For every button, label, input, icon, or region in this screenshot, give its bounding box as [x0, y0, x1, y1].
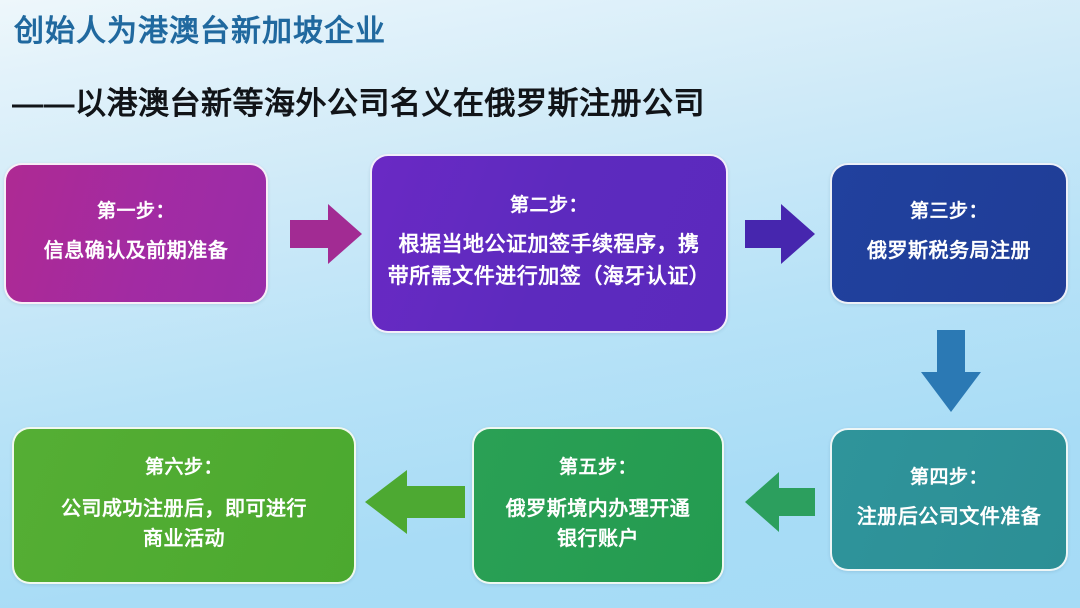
step-6-line-1: 公司成功注册后，即可进行: [61, 497, 307, 520]
step-box-1[interactable]: 第一步： 信息确认及前期准备: [4, 163, 268, 304]
arrow-step2-to-step3: [745, 198, 815, 270]
step-5-line-2: 银行账户: [557, 527, 639, 550]
step-1-head: 第一步：: [96, 200, 175, 222]
step-box-2[interactable]: 第二步： 根据当地公证加签手续程序，携 带所需文件进行加签（海牙认证）: [370, 154, 728, 333]
step-5-head: 第五步：: [558, 457, 637, 479]
step-1-body: 信息确认及前期准备: [36, 237, 237, 266]
step-6-head: 第六步：: [144, 457, 223, 479]
arrow-step5-to-step6: [365, 466, 465, 538]
step-3-line-1: 俄罗斯税务局注册: [867, 240, 1031, 263]
step-3-head: 第三步：: [909, 200, 988, 222]
page-title: 创始人为港澳台新加坡企业: [14, 15, 386, 48]
step-6-body: 公司成功注册后，即可进行 商业活动: [53, 494, 315, 554]
arrow-step3-to-step4: [915, 330, 987, 412]
arrow-step1-to-step2: [290, 198, 362, 270]
step-5-body: 俄罗斯境内办理开通 银行账户: [498, 494, 699, 554]
step-5-line-1: 俄罗斯境内办理开通: [505, 497, 691, 520]
step-box-5[interactable]: 第五步： 俄罗斯境内办理开通 银行账户: [472, 427, 724, 584]
step-3-body: 俄罗斯税务局注册: [859, 237, 1039, 266]
arrow-step4-to-step5: [745, 466, 815, 538]
step-2-line-2: 带所需文件进行加签（海牙认证）: [387, 264, 711, 288]
step-4-head: 第四步：: [909, 466, 988, 488]
step-2-head: 第二步：: [509, 194, 588, 216]
step-box-3[interactable]: 第三步： 俄罗斯税务局注册: [830, 163, 1068, 304]
step-1-line-1: 信息确认及前期准备: [43, 240, 229, 263]
step-4-body: 注册后公司文件准备: [849, 503, 1050, 532]
step-2-line-1: 根据当地公证加签手续程序，携: [398, 233, 700, 257]
step-box-4[interactable]: 第四步： 注册后公司文件准备: [830, 428, 1068, 571]
step-2-body: 根据当地公证加签手续程序，携 带所需文件进行加签（海牙认证）: [380, 229, 719, 292]
step-box-6[interactable]: 第六步： 公司成功注册后，即可进行 商业活动: [12, 427, 356, 584]
page-subtitle: ——以港澳台新等海外公司名义在俄罗斯注册公司: [12, 86, 705, 121]
step-4-line-1: 注册后公司文件准备: [856, 506, 1042, 529]
step-6-line-2: 商业活动: [143, 527, 225, 550]
